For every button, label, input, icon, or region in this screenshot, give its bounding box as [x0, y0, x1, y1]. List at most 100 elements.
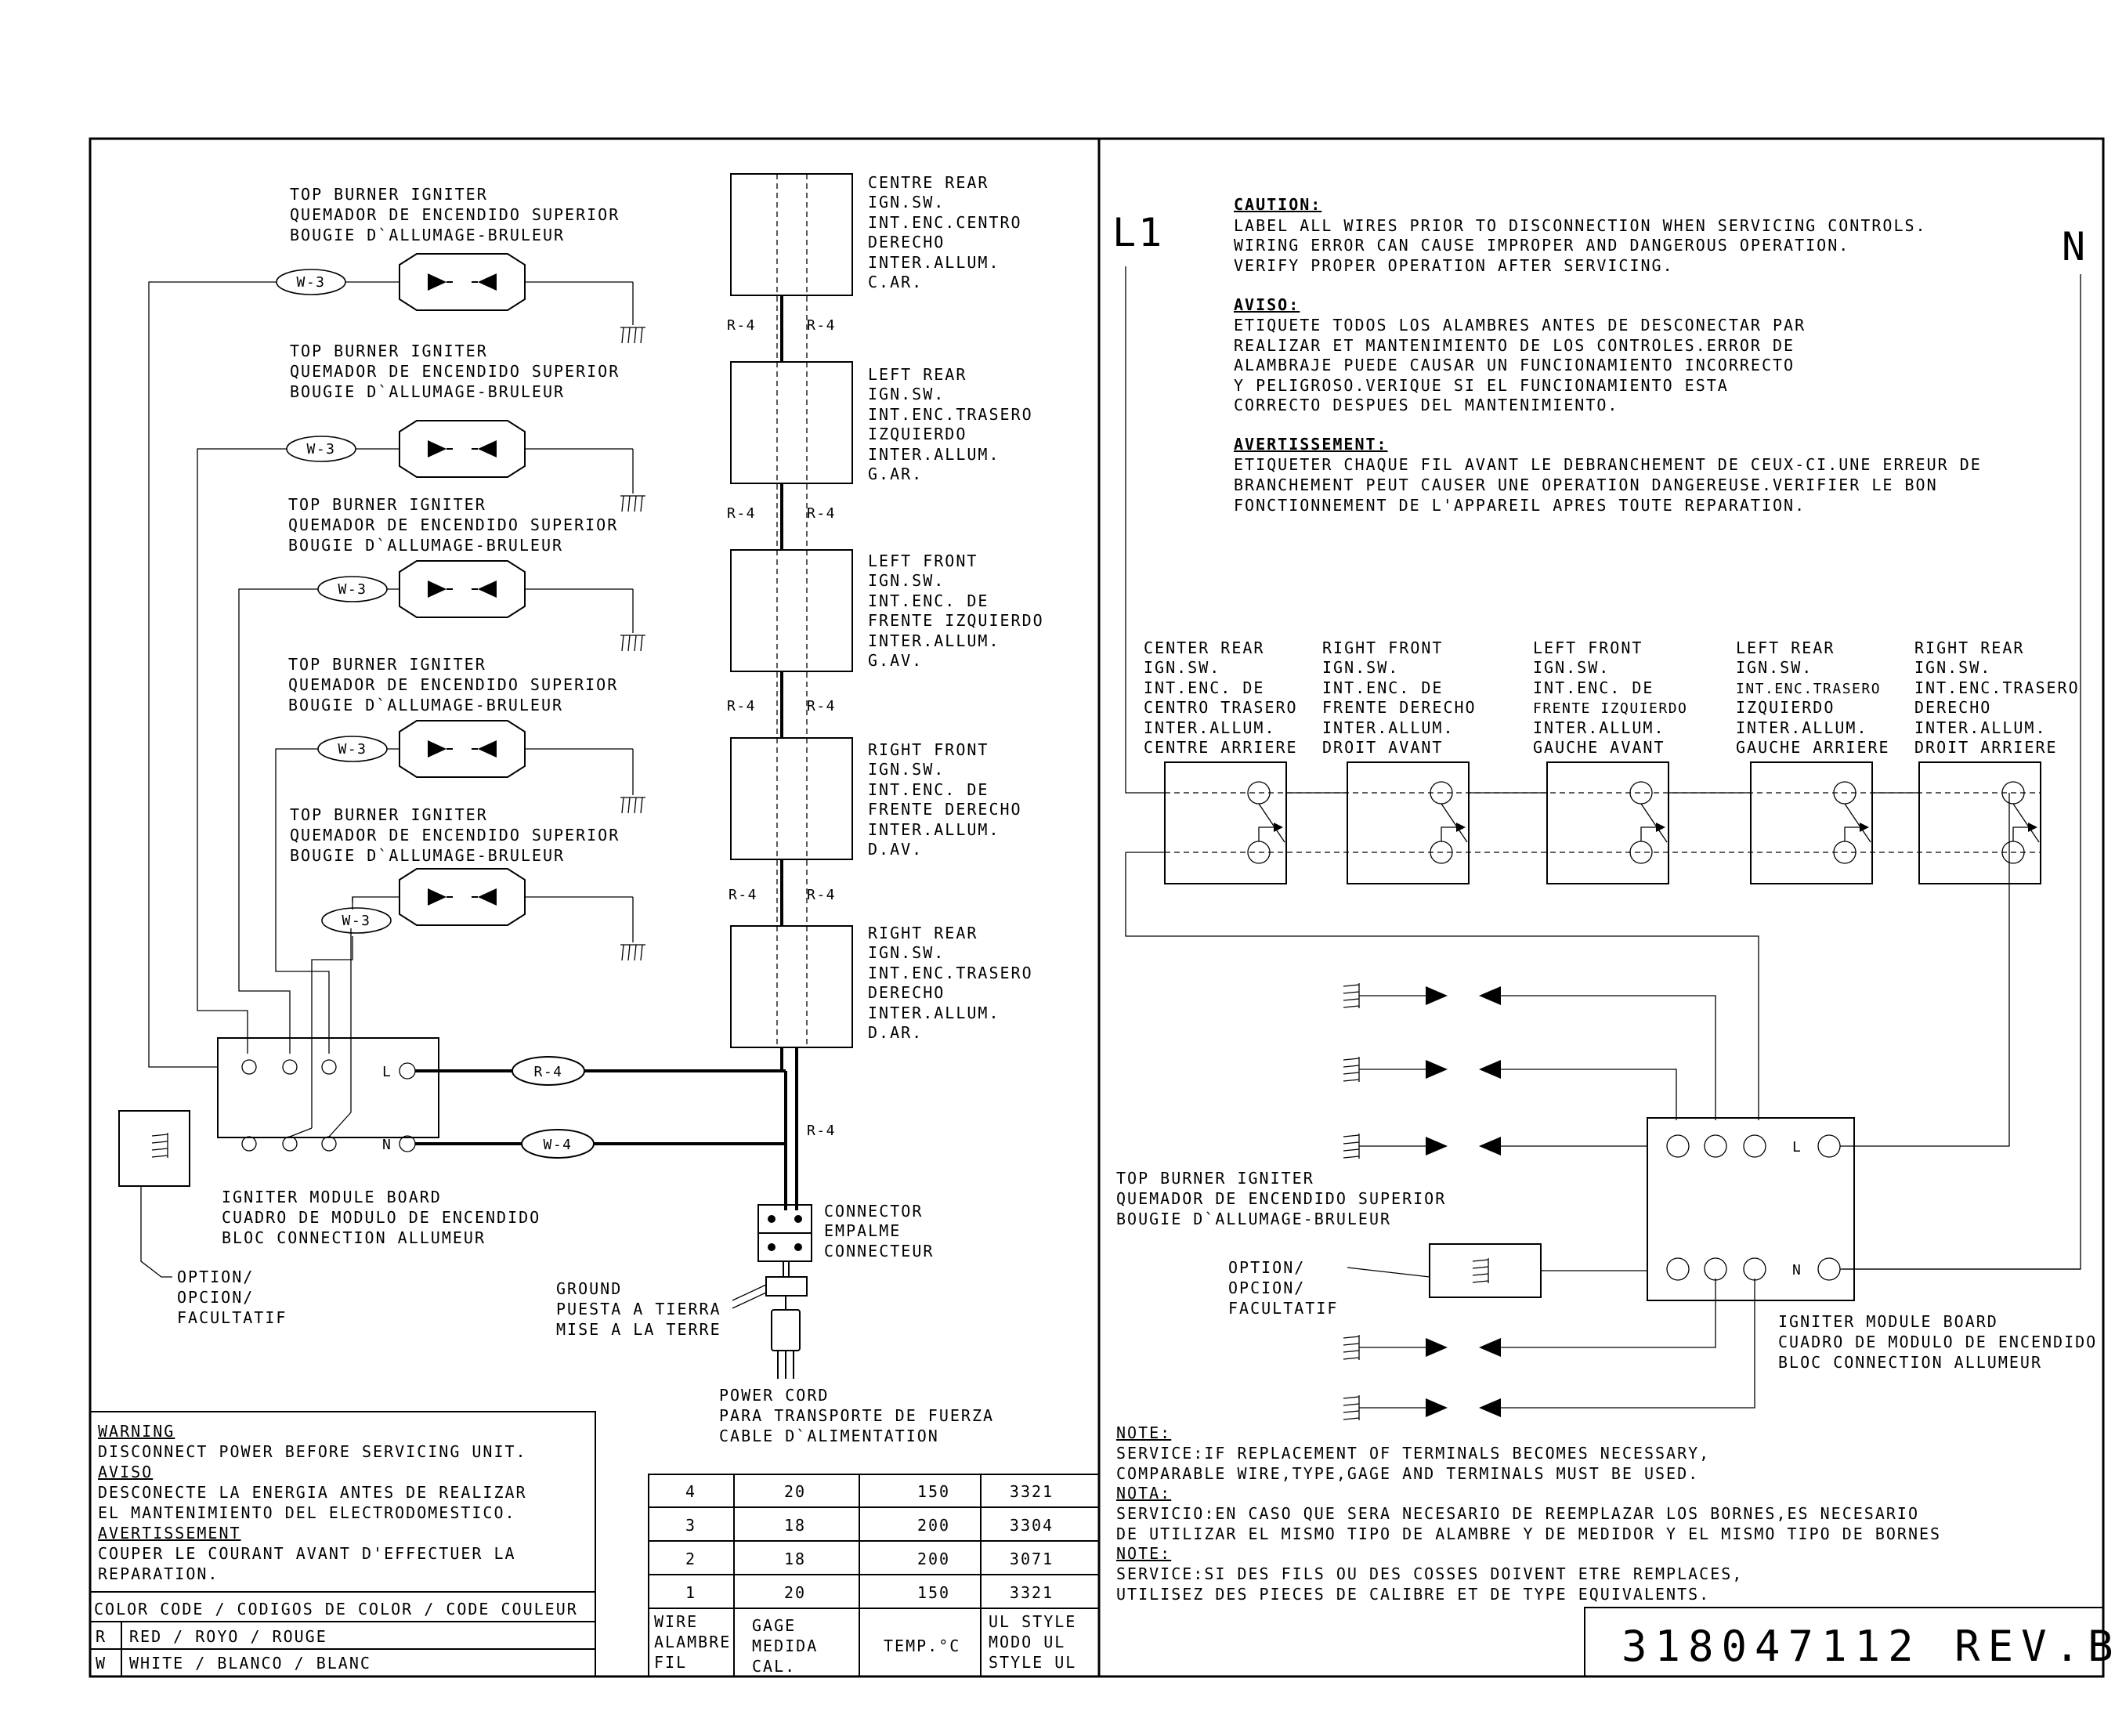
- wire-tag-w4-main-label: W-4: [543, 1137, 572, 1153]
- module-terminal: [321, 1136, 337, 1152]
- option-label-left: OPTION/ OPCION/ FACULTATIF: [177, 1268, 285, 1327]
- svg-text:BLOC CONNECTION ALLUMEUR: BLOC CONNECTION ALLUMEUR: [222, 1228, 486, 1247]
- svg-text:CONNECTEUR: CONNECTEUR: [824, 1242, 934, 1260]
- svg-text:IGN.SW.: IGN.SW.: [1144, 658, 1220, 677]
- svg-text:IGN.SW.: IGN.SW.: [868, 385, 945, 403]
- svg-text:20: 20: [784, 1583, 806, 1602]
- igniter-label-4: TOP BURNER IGNITER QUEMADOR DE ENCENDIDO…: [288, 655, 618, 714]
- wire-tag-w3-5: [321, 907, 392, 934]
- wire-tag-r4: R-4: [807, 1123, 836, 1139]
- svg-text:INT.ENC.TRASERO: INT.ENC.TRASERO: [1914, 678, 2080, 697]
- svg-text:OPCION/: OPCION/: [177, 1288, 254, 1307]
- svg-text:VERIFY PROPER OPERATION AFTER: VERIFY PROPER OPERATION AFTER SERVICING.: [1234, 256, 1674, 275]
- svg-text:BOUGIE D`ALLUMAGE-BRULEUR: BOUGIE D`ALLUMAGE-BRULEUR: [1116, 1210, 1391, 1228]
- wire-tag-r4: R-4: [727, 317, 756, 334]
- wire-tag-w4-main: [521, 1129, 595, 1159]
- igniter-label-1: TOP BURNER IGNITER QUEMADOR DE ENCENDIDO…: [290, 185, 618, 244]
- wire-tag-r4: R-4: [728, 887, 757, 903]
- svg-text:TOP BURNER IGNITER: TOP BURNER IGNITER: [1116, 1169, 1314, 1188]
- igniter-pair-right-1: [1343, 982, 1716, 1120]
- svg-text:LEFT REAR: LEFT REAR: [1736, 638, 1835, 657]
- svg-text:INTER.ALLUM.: INTER.ALLUM.: [1144, 718, 1276, 737]
- svg-text:3321: 3321: [1010, 1583, 1054, 1602]
- svg-text:MISE A LA TERRE: MISE A LA TERRE: [556, 1320, 721, 1339]
- module-terminal: [282, 1136, 298, 1152]
- igniter-electrode-3: [399, 560, 526, 618]
- svg-text:IGNITER MODULE BOARD: IGNITER MODULE BOARD: [1778, 1312, 1998, 1331]
- svg-text:SERVICE:SI DES FILS OU DES COS: SERVICE:SI DES FILS OU DES COSSES DOIVEN…: [1116, 1564, 1743, 1583]
- wire-tag-w3-1: [276, 269, 346, 295]
- svg-text:IGN.SW.: IGN.SW.: [868, 760, 945, 779]
- power-cord-strain-relief: [765, 1276, 808, 1297]
- svg-text:3071: 3071: [1010, 1550, 1054, 1568]
- wire-tag-r4: R-4: [807, 698, 836, 714]
- svg-text:INTER.ALLUM.: INTER.ALLUM.: [1322, 718, 1455, 737]
- module-n-label: N: [382, 1137, 392, 1153]
- svg-text:CORRECTO DESPUES DEL MANTENIMI: CORRECTO DESPUES DEL MANTENIMIENTO.: [1234, 396, 1618, 414]
- svg-text:INTER.ALLUM.: INTER.ALLUM.: [868, 253, 1000, 272]
- wire-tag-w3-4-label: W-3: [338, 741, 367, 758]
- svg-text:WARNING: WARNING: [98, 1422, 175, 1441]
- wire-spec-row-1: 4 20 150 3321: [685, 1482, 1052, 1501]
- svg-text:INT.ENC.CENTRO: INT.ENC.CENTRO: [868, 213, 1022, 232]
- switch-label-right-4: LEFT REAR IGN.SW. INT.ENC.TRASERO IZQUIE…: [1736, 638, 1890, 757]
- svg-text:IGN.SW.: IGN.SW.: [1533, 658, 1610, 677]
- svg-text:IZQUIERDO: IZQUIERDO: [1736, 698, 1835, 717]
- svg-text:DISCONNECT POWER BEFORE SERVIC: DISCONNECT POWER BEFORE SERVICING UNIT.: [98, 1442, 527, 1461]
- svg-text:TOP BURNER IGNITER: TOP BURNER IGNITER: [290, 185, 488, 204]
- aviso-text: AVISO: ETIQUETE TODOS LOS ALAMBRES ANTES…: [1234, 295, 1806, 414]
- igniter-label-2: TOP BURNER IGNITER QUEMADOR DE ENCENDIDO…: [290, 342, 620, 401]
- module-right-l-label: L: [1792, 1139, 1802, 1156]
- svg-text:BOUGIE D`ALLUMAGE-BRULEUR: BOUGIE D`ALLUMAGE-BRULEUR: [288, 696, 563, 714]
- connector-pin: [768, 1215, 776, 1223]
- svg-text:EL MANTENIMIENTO DEL ELECTRODO: EL MANTENIMIENTO DEL ELECTRODOMESTICO.: [98, 1503, 516, 1522]
- svg-text:3: 3: [685, 1516, 696, 1535]
- svg-text:FRENTE IZQUIERDO: FRENTE IZQUIERDO: [1533, 700, 1687, 717]
- svg-text:C.AR.: C.AR.: [868, 273, 923, 291]
- wire-tag-r4-main-label: R-4: [533, 1064, 562, 1080]
- svg-text:QUEMADOR DE ENCENDIDO SUPERIOR: QUEMADOR DE ENCENDIDO SUPERIOR: [290, 362, 620, 381]
- svg-text:COUPER LE COURANT AVANT D'EFFE: COUPER LE COURANT AVANT D'EFFECTUER LA: [98, 1544, 516, 1563]
- svg-text:TEMP.°C: TEMP.°C: [884, 1637, 960, 1655]
- switch-box-left-5: [730, 925, 853, 1048]
- l1-label: L1: [1112, 210, 1164, 255]
- svg-text:IZQUIERDO: IZQUIERDO: [868, 425, 967, 443]
- svg-text:RIGHT REAR: RIGHT REAR: [1914, 638, 2024, 657]
- svg-text:18: 18: [784, 1550, 806, 1568]
- svg-text:DESCONECTE LA ENERGIA ANTES DE: DESCONECTE LA ENERGIA ANTES DE REALIZAR: [98, 1483, 527, 1502]
- switch-label-left-3: LEFT FRONT IGN.SW. INT.ENC. DE FRENTE IZ…: [868, 552, 1043, 670]
- svg-text:BOUGIE D`ALLUMAGE-BRULEUR: BOUGIE D`ALLUMAGE-BRULEUR: [288, 536, 563, 555]
- svg-text:INTER.ALLUM.: INTER.ALLUM.: [868, 820, 1000, 839]
- svg-text:G.AR.: G.AR.: [868, 465, 923, 483]
- switch-box-left-1: [730, 173, 853, 296]
- switch-box-left-4: [730, 737, 853, 860]
- module-terminal: [282, 1059, 298, 1075]
- svg-text:NOTE:: NOTE:: [1116, 1423, 1171, 1442]
- svg-text:IGN.SW.: IGN.SW.: [868, 571, 945, 590]
- module-board-label-left: IGNITER MODULE BOARD CUADRO DE MODULO DE…: [222, 1188, 539, 1247]
- igniter-pair-right-3: [1343, 1133, 1647, 1159]
- wire-tag-w3-1-label: W-3: [296, 274, 325, 291]
- switch-label-right-2: RIGHT FRONT IGN.SW. INT.ENC. DE FRENTE D…: [1322, 638, 1475, 757]
- svg-text:INTER.ALLUM.: INTER.ALLUM.: [1533, 718, 1665, 737]
- wire-tag-r4-main: [512, 1056, 585, 1086]
- svg-text:ETIQUETE TODOS LOS ALAMBRES AN: ETIQUETE TODOS LOS ALAMBRES ANTES DE DES…: [1234, 316, 1806, 335]
- svg-text:D.AR.: D.AR.: [868, 1023, 923, 1042]
- svg-text:FACULTATIF: FACULTATIF: [1228, 1299, 1338, 1318]
- option-relay-left: [118, 1110, 190, 1187]
- ground-symbol-4: [620, 797, 646, 814]
- svg-text:REALIZAR ET MANTENIMIENTO DE L: REALIZAR ET MANTENIMIENTO DE LOS CONTROL…: [1234, 336, 1795, 355]
- module-terminal: [321, 1059, 337, 1075]
- svg-text:MODO UL: MODO UL: [989, 1633, 1065, 1651]
- svg-text:LEFT FRONT: LEFT FRONT: [1533, 638, 1643, 657]
- switch-label-right-5: RIGHT REAR IGN.SW. INT.ENC.TRASERO DEREC…: [1914, 638, 2080, 757]
- svg-text:INTER.ALLUM.: INTER.ALLUM.: [868, 631, 1000, 650]
- svg-text:18: 18: [784, 1516, 806, 1535]
- svg-text:GAUCHE ARRIERE: GAUCHE ARRIERE: [1736, 738, 1890, 757]
- svg-text:STYLE UL: STYLE UL: [989, 1653, 1076, 1672]
- svg-text:DERECHO: DERECHO: [1914, 698, 1991, 717]
- warning-text: WARNING DISCONNECT POWER BEFORE SERVICIN…: [98, 1422, 527, 1583]
- module-l-label: L: [382, 1064, 392, 1080]
- svg-text:QUEMADOR DE ENCENDIDO SUPERIOR: QUEMADOR DE ENCENDIDO SUPERIOR: [288, 675, 618, 694]
